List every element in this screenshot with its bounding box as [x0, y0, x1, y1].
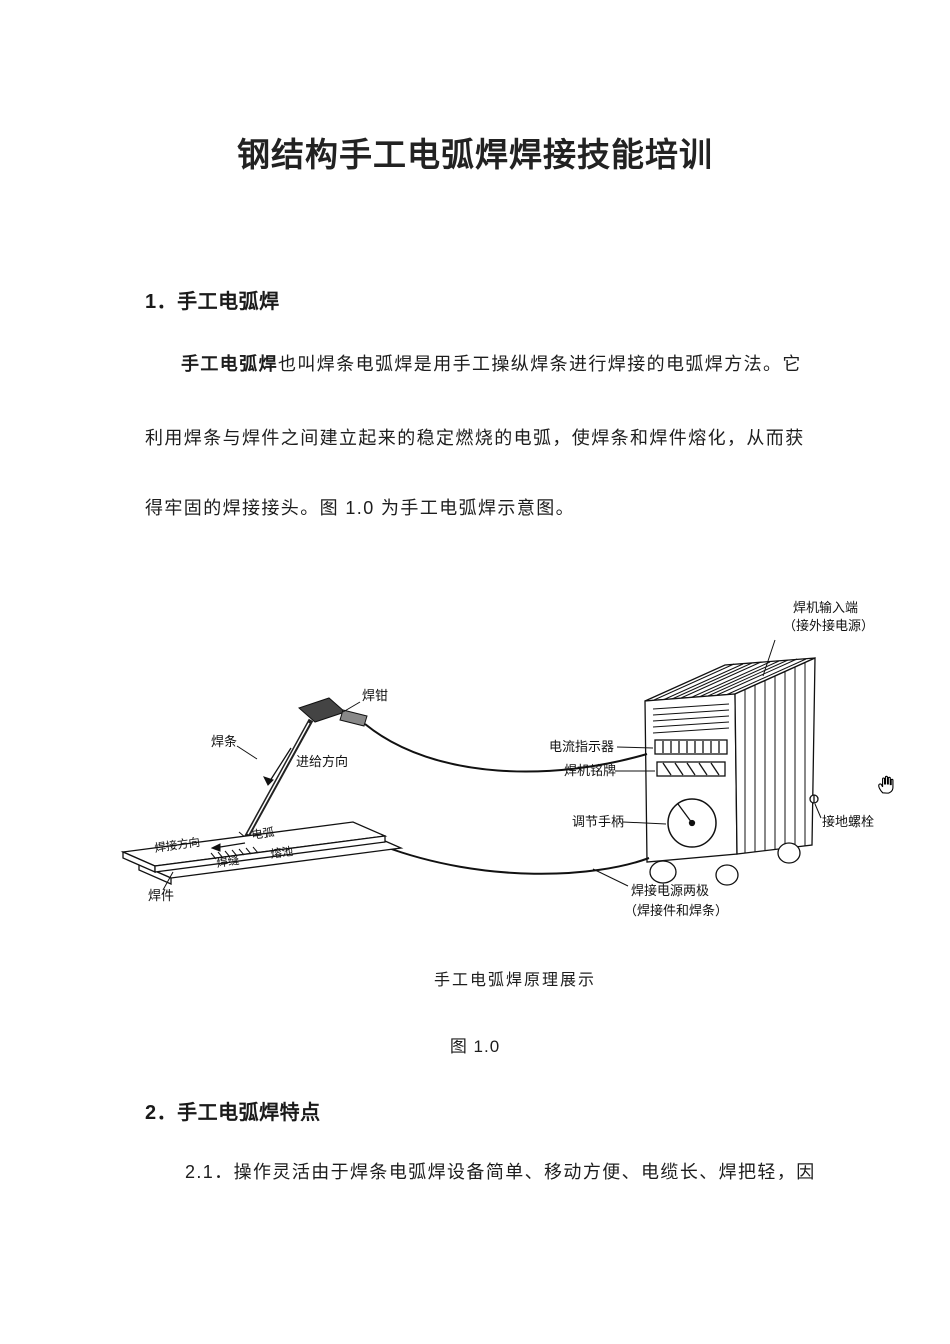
weld-seam-ticks	[210, 846, 259, 860]
label-holder: 焊钳	[362, 688, 388, 703]
ground-bolt	[809, 794, 819, 804]
label-power-poles: 焊接电源两极	[631, 883, 709, 898]
section1-paragraph-line3: 得牢固的焊接接头。图 1.0 为手工电弧焊示意图。	[145, 498, 576, 518]
label-power-poles-sub: （焊接件和焊条）	[624, 903, 728, 918]
adjust-dial	[667, 798, 717, 848]
current-indicator-panel	[654, 739, 728, 755]
welding-diagram-svg: 焊机输入端 （接外接电源） 焊钳 焊条 进给方向 电流指示器 焊机铭牌 调节手柄…	[120, 600, 874, 918]
section2-paragraph-line1: 2.1．操作灵活由于焊条电弧焊设备简单、移动方便、电缆长、焊把轻，因	[185, 1162, 816, 1182]
section1-paragraph-line1: 手工电弧焊也叫焊条电弧焊是用手工操纵焊条进行焊接的电弧焊方法。它	[145, 350, 841, 378]
label-machine-input-sub: （接外接电源）	[783, 618, 874, 633]
workpiece-plates	[120, 821, 404, 885]
side-vents	[744, 663, 806, 853]
welding-diagram-figure: 焊机输入端 （接外接电源） 焊钳 焊条 进给方向 电流指示器 焊机铭牌 调节手柄…	[115, 596, 915, 956]
label-arc: 电弧	[250, 825, 275, 842]
label-current-indicator: 电流指示器	[549, 739, 614, 754]
welding-machine	[644, 656, 819, 886]
label-ground-bolt: 接地螺栓	[822, 814, 874, 829]
label-workpiece: 焊件	[148, 888, 174, 903]
line1-rest: 也叫焊条电弧焊是用手工操纵焊条进行焊接的电弧焊方法。它	[278, 354, 802, 374]
cable-to-holder	[364, 723, 648, 773]
figure-caption: 手工电弧焊原理展示	[433, 972, 596, 989]
nameplate-panel	[656, 761, 726, 777]
section1-heading: 1．手工电弧焊	[145, 291, 280, 313]
label-electrode: 焊条	[211, 734, 237, 749]
electrode-holder	[298, 697, 368, 727]
label-nameplate: 焊机铭牌	[564, 763, 616, 778]
feed-direction-arrow	[263, 747, 292, 786]
label-machine-input: 焊机输入端	[793, 600, 858, 615]
section1-paragraph-line2: 利用焊条与焊件之间建立起来的稳定燃烧的电弧，使焊条和焊件熔化，从而获	[145, 428, 805, 448]
document-title: 钢结构手工电弧焊焊接技能培训	[237, 136, 713, 173]
label-seam: 焊缝	[215, 853, 240, 870]
bold-term: 手工电弧焊	[181, 354, 278, 374]
section2-heading: 2．手工电弧焊特点	[145, 1102, 321, 1124]
figure-number: 图 1.0	[449, 1037, 501, 1056]
welding-cables	[364, 723, 650, 875]
electrode-rod	[238, 718, 314, 845]
hand-cursor-icon	[878, 775, 894, 794]
label-pool: 熔池	[269, 844, 294, 861]
label-feed-direction: 进给方向	[296, 754, 348, 769]
front-grill	[652, 703, 730, 734]
weld-direction-arrow	[210, 842, 246, 852]
machine-wheels	[649, 842, 801, 886]
leader-lines	[162, 639, 822, 891]
label-adjust-handle: 调节手柄	[572, 814, 624, 829]
cable-to-workpiece	[382, 845, 650, 875]
